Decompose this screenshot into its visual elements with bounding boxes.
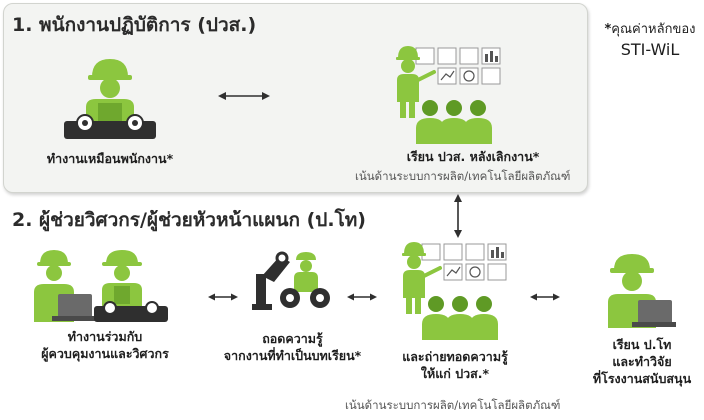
section2-study-caption: เรียน ป.โท และทำวิจัย ที่โรงงานสนับสนุน <box>580 336 704 387</box>
section2-study-caption-line2: และทำวิจัย <box>612 354 672 369</box>
section1-heading: 1. พนักงานปฏิบัติการ (ปวส.) <box>12 14 257 36</box>
double-arrow-icon <box>218 90 270 102</box>
core-values-note: *คุณค่าหลักของ STI-WiL <box>596 20 704 60</box>
double-arrow-icon <box>347 292 377 302</box>
section2-extract-caption: ถอดความรู้ จากงานที่ทำเป็นบทเรียน* <box>205 330 380 364</box>
vertical-double-arrow-icon <box>452 194 464 238</box>
section2-transfer-caption-line1: และถ่ายทอดความรู้ <box>402 349 508 364</box>
section2-study-caption-line3: ที่โรงงานสนับสนุน <box>592 371 692 386</box>
presenter-with-students-icon <box>400 240 512 342</box>
double-arrow-icon <box>208 292 238 302</box>
worker-at-machine-icon <box>60 55 160 143</box>
section1-panel <box>3 3 588 193</box>
section2-transfer-note: เน้นด้านระบบการผลิต/เทคโนโลยีผลิตภัณฑ์ <box>345 398 561 412</box>
double-arrow-icon <box>530 292 560 302</box>
section2-work-caption-line1: ทำงานร่วมกับ <box>67 329 143 344</box>
section1-study-caption: เรียน ปวส. หลังเลิกงาน* <box>406 149 540 164</box>
section2-work-caption: ทำงานร่วมกับ ผู้ควบคุมงานและวิศวกร <box>20 328 190 362</box>
engineer-with-laptop-icon <box>604 250 676 330</box>
core-values-line1: คุณค่าหลักของ <box>611 22 696 37</box>
presenter-with-students-icon <box>394 44 506 146</box>
section2-work-caption-line2: ผู้ควบคุมงานและวิศวกร <box>41 346 169 361</box>
core-values-line2: STI-WiL <box>620 40 680 59</box>
section2-extract-caption-line1: ถอดความรู้ <box>262 331 323 346</box>
robot-arm-gears-icon <box>250 248 332 312</box>
section2-heading: 2. ผู้ช่วยวิศวกร/ผู้ช่วยหัวหน้าแผนก (ป.โ… <box>12 209 366 231</box>
section2-transfer-caption-line2: ให้แก่ ปวส.* <box>420 366 490 381</box>
worker-with-supervisor-icon <box>30 246 170 324</box>
section1-study-note: เน้นด้านระบบการผลิต/เทคโนโลยีผลิตภัณฑ์ <box>355 169 571 183</box>
core-values-star: * <box>604 22 612 37</box>
section1-work-caption: ทำงานเหมือนพนักงาน* <box>46 151 174 166</box>
section2-extract-caption-line2: จากงานที่ทำเป็นบทเรียน* <box>223 348 362 363</box>
section2-study-caption-line1: เรียน ป.โท <box>612 337 672 352</box>
section2-transfer-caption: และถ่ายทอดความรู้ ให้แก่ ปวส.* <box>380 348 530 382</box>
